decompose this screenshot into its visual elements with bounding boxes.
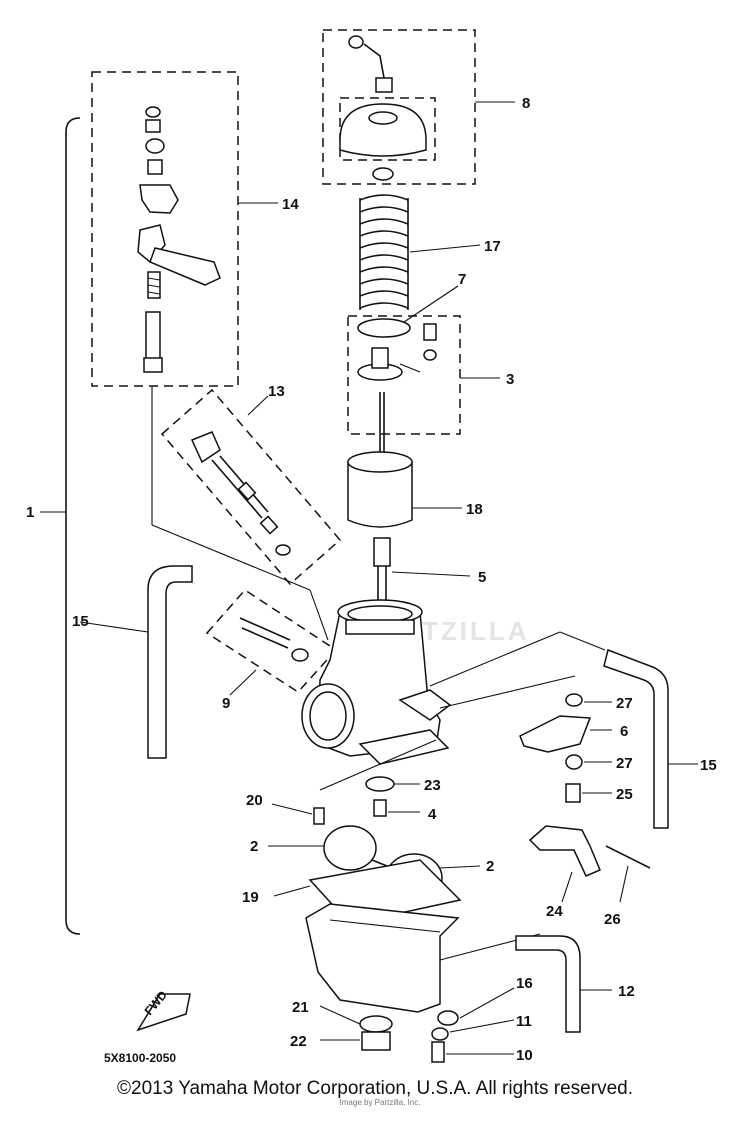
drain-plug xyxy=(361,1031,391,1051)
part-label: 5 xyxy=(478,569,486,586)
fwd-arrow-icon xyxy=(136,993,191,1032)
part-label: 3 xyxy=(506,371,514,388)
throttle-stop-bracket xyxy=(528,825,601,877)
part-label: 2 xyxy=(250,838,258,855)
part-label: 2 xyxy=(486,858,494,875)
part-label: 23 xyxy=(424,777,441,794)
float-bowl xyxy=(305,903,541,1013)
drain-pipe xyxy=(515,935,581,1033)
part-label: 20 xyxy=(246,792,263,809)
spring-seat xyxy=(357,318,411,338)
throttle-screw-parts xyxy=(190,431,291,556)
part-label: 26 xyxy=(604,911,621,928)
part-label: 25 xyxy=(616,786,633,803)
part-label: 12 xyxy=(618,983,635,1000)
part-label: 17 xyxy=(484,238,501,255)
part-label: 18 xyxy=(466,501,483,518)
part-label: 27 xyxy=(616,695,633,712)
part-label: 27 xyxy=(616,755,633,772)
part-label: 7 xyxy=(458,271,466,288)
throttle-spring xyxy=(359,194,409,310)
group-1-bracket xyxy=(65,117,81,935)
bracket-pin xyxy=(605,845,651,869)
part-label: 4 xyxy=(428,806,437,823)
part-label: 14 xyxy=(282,196,299,213)
pilot-jet xyxy=(313,807,325,825)
part-label: 21 xyxy=(292,999,309,1016)
group-3-box xyxy=(347,315,461,435)
needle-jet xyxy=(373,537,391,606)
part-label: 15 xyxy=(72,613,89,630)
part-label: 8 xyxy=(522,95,530,112)
part-number-labels: 1 2 2 3 4 5 6 7 8 9 10 11 12 13 14 15 15… xyxy=(26,95,717,1064)
part-label: 1 xyxy=(26,504,34,521)
throttle-stop-parts xyxy=(519,693,592,803)
jet-needle-parts xyxy=(357,323,437,470)
overflow-pipe-left xyxy=(147,565,193,759)
image-source-credit: Image by Partzilla, Inc. xyxy=(339,1098,421,1107)
throttle-valve xyxy=(347,451,413,528)
float-needle-seat-washer xyxy=(365,776,395,792)
part-label: 22 xyxy=(290,1033,307,1050)
part-label: 13 xyxy=(268,383,285,400)
part-label: 16 xyxy=(516,975,533,992)
group-8-box xyxy=(322,29,476,185)
copyright-notice: ©2013 Yamaha Motor Corporation, U.S.A. A… xyxy=(117,1078,633,1099)
part-label: 10 xyxy=(516,1047,533,1064)
part-label: 19 xyxy=(242,889,259,906)
starter-plunger-parts xyxy=(137,106,221,373)
carb-cap-parts xyxy=(339,35,427,181)
group-13-box xyxy=(160,388,342,586)
part-label: 11 xyxy=(516,1013,532,1030)
part-label: 9 xyxy=(222,695,230,712)
drawing-code: 5X8100-2050 xyxy=(104,1051,176,1065)
overflow-pipe-right xyxy=(603,648,669,829)
drain-screw-parts xyxy=(431,1010,459,1063)
drain-plug-gasket xyxy=(359,1015,393,1033)
part-label: 15 xyxy=(700,757,717,774)
carburetor-body xyxy=(301,599,606,791)
pilot-screw-parts xyxy=(239,617,309,662)
part-label: 24 xyxy=(546,903,563,920)
group-14-box xyxy=(91,71,239,387)
part-label: 6 xyxy=(620,723,628,740)
float-needle-valve xyxy=(373,799,387,817)
